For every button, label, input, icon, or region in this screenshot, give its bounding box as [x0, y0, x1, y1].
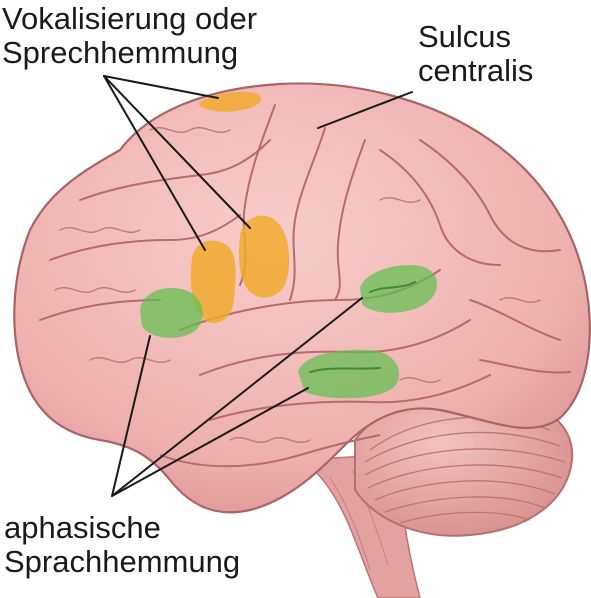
- label-aphasic-line1: aphasische: [4, 510, 161, 545]
- leader-vocal-2: [103, 75, 206, 251]
- leader-sulcus: [317, 91, 413, 129]
- label-aphasic: aphasische Sprachhemmung: [4, 511, 240, 579]
- leader-vocal-1: [103, 75, 219, 99]
- cerebrum: [13, 82, 591, 514]
- leader-aphasic-3: [111, 387, 309, 497]
- leader-vocal-3: [103, 75, 251, 229]
- vocal-region-left: [190, 240, 236, 324]
- label-vocalization-line2: Sprechhemmung: [2, 35, 239, 70]
- label-sulcus-centralis: Sulcus centralis: [418, 20, 533, 88]
- label-aphasic-line2: Sprachhemmung: [4, 544, 241, 579]
- label-sulcus-line1: Sulcus: [418, 19, 512, 54]
- aphasic-region-frontal: [140, 288, 203, 338]
- label-vocalization: Vokalisierung oder Sprechhemmung: [2, 2, 257, 70]
- vocal-region-right: [239, 215, 290, 298]
- label-vocalization-line1: Vokalisierung oder: [2, 1, 258, 36]
- aphasic-region-parietal: [360, 265, 438, 313]
- leader-aphasic-1: [111, 335, 151, 497]
- aphasic-region-temporal: [298, 349, 399, 399]
- leader-aphasic-2: [111, 297, 363, 497]
- label-sulcus-line2: centralis: [418, 53, 534, 88]
